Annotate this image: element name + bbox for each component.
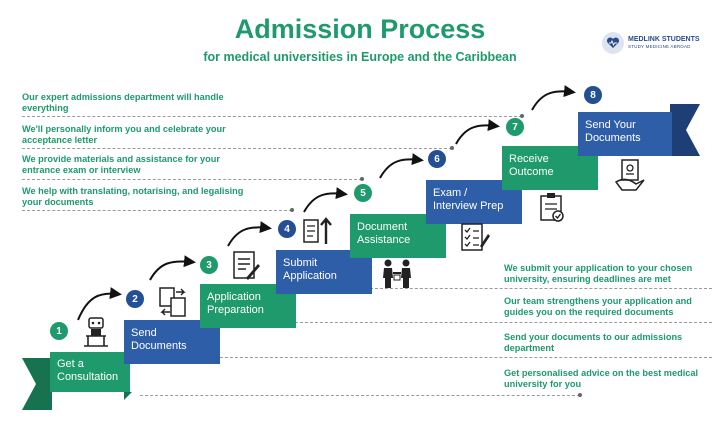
leader-dot [578, 393, 582, 397]
step-number: 3 [200, 256, 218, 274]
outcome-clipboard-icon [540, 193, 564, 222]
writing-form-icon [233, 251, 260, 280]
left-note: We provide materials and assistance for … [22, 154, 220, 175]
logo-name: MEDLINK STUDENTS [628, 36, 700, 44]
step-number: 6 [428, 150, 446, 168]
leader-dot [290, 208, 294, 212]
step-number: 7 [506, 118, 524, 136]
right-note: Get personalised advice on the best medi… [504, 368, 699, 389]
leader-line [270, 322, 712, 323]
curved-arrow-icon [77, 287, 122, 321]
certificate-icon [614, 159, 645, 191]
curved-arrow-icon [227, 221, 272, 247]
brand-logo: MEDLINK STUDENTS STUDY MEDICINE ABROAD [602, 30, 714, 56]
leader-line [355, 288, 712, 289]
upload-document-icon [303, 217, 332, 244]
page-subtitle: for medical universities in Europe and t… [203, 50, 517, 64]
step-number: 4 [278, 220, 296, 238]
right-note: Our team strengthens your application an… [504, 296, 692, 317]
step-number: 5 [354, 184, 372, 202]
step-label: Get a Consultation [57, 358, 119, 383]
right-note: Send your documents to our admissions de… [504, 332, 683, 353]
leader-line [22, 148, 452, 149]
document-transfer-icon [159, 287, 186, 317]
leader-line [190, 357, 712, 358]
step-send-your-documents: Send Your Documents [578, 112, 672, 156]
leader-dot [360, 177, 364, 181]
curved-arrow-icon [379, 153, 424, 179]
step-label: Exam / Interview Prep [433, 187, 504, 212]
leader-line [22, 210, 292, 211]
step-label: Send Your Documents [585, 119, 641, 144]
step-fold [124, 392, 132, 400]
step-number: 8 [584, 86, 602, 104]
step-get-consultation: Get a Consultation [50, 352, 130, 392]
step-send-documents: Send Documents [124, 320, 220, 364]
right-note: We submit your application to your chose… [504, 263, 693, 284]
step-label: Submit Application [283, 257, 337, 282]
heart-logo-icon [602, 32, 624, 54]
leader-dot [450, 146, 454, 150]
step-number: 1 [50, 322, 68, 340]
left-note: We help with translating, notarising, an… [22, 186, 244, 207]
left-note: Our expert admissions department will ha… [22, 92, 224, 113]
assistance-people-icon [383, 259, 411, 288]
leader-line [22, 179, 362, 180]
curved-arrow-icon [531, 85, 576, 111]
left-note: We'll personally inform you and celebrat… [22, 124, 226, 145]
step-label: Send Documents [131, 327, 187, 352]
step-label: Receive Outcome [509, 153, 554, 178]
leader-dot [520, 114, 524, 118]
curved-arrow-icon [455, 119, 500, 145]
logo-tagline: STUDY MEDICINE ABROAD [628, 44, 691, 50]
ribbon-tail [22, 358, 52, 410]
curved-arrow-icon [149, 255, 196, 281]
page-title: Admission Process [234, 14, 486, 44]
step-label: Application Preparation [207, 291, 264, 316]
step-label: Document Assistance [357, 221, 411, 246]
exam-checklist-icon [461, 223, 490, 251]
consultation-icon [84, 317, 108, 347]
leader-line [140, 395, 580, 396]
step-number: 2 [126, 290, 144, 308]
ribbon-tail [670, 104, 700, 156]
curved-arrow-icon [303, 187, 348, 213]
leader-line [22, 116, 522, 117]
